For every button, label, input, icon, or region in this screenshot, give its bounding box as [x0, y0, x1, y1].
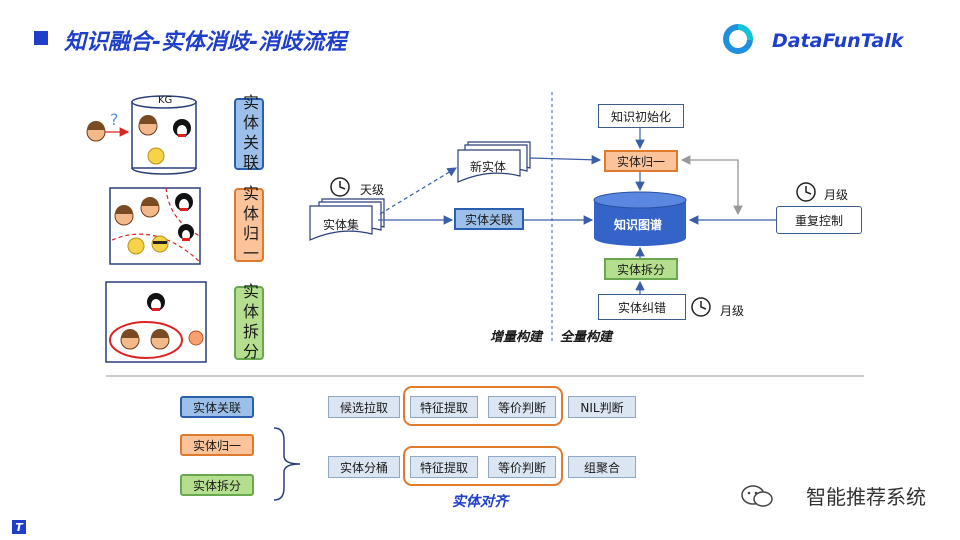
knowledge-graph-label: 知识图谱 — [614, 218, 663, 232]
face-icons — [86, 115, 204, 350]
incremental-build-label: 增量构建 — [490, 330, 543, 345]
watermark-text: 智能推荐系统 — [806, 485, 926, 509]
clock-icon-daily — [330, 177, 350, 197]
new-entity-label: 新实体 — [470, 160, 507, 174]
brand-name: DataFunTalk — [772, 30, 904, 52]
knowledge-graph-cylinder — [593, 191, 687, 246]
step-candidate-fetch: 候选拉取 — [328, 396, 400, 418]
step-entity-bucket: 实体分桶 — [328, 456, 400, 478]
daily-label: 天级 — [360, 183, 385, 197]
tag-entity-split: 实体拆分 — [234, 283, 264, 363]
entity-fix-box: 实体纠错 — [598, 294, 686, 320]
full-build-label: 全量构建 — [560, 330, 613, 345]
step-equiv-judge-1: 等价判断 — [488, 396, 556, 418]
step-feature-extract-1: 特征提取 — [410, 396, 478, 418]
dup-period-label: 月级 — [824, 188, 849, 202]
step-group-aggregate: 组聚合 — [568, 456, 636, 478]
step-equiv-judge-2: 等价判断 — [488, 456, 556, 478]
type-entity-link: 实体关联 — [180, 396, 254, 418]
type-entity-split: 实体拆分 — [180, 474, 254, 496]
knowledge-init-box: 知识初始化 — [598, 104, 684, 128]
type-entity-normalize: 实体归一 — [180, 434, 254, 456]
datafuntalk-logo-icon — [723, 24, 753, 54]
kg-label: KG — [158, 95, 173, 106]
wechat-icon — [741, 485, 773, 507]
entity-set-label: 实体集 — [323, 218, 360, 232]
tag-entity-normalize: 实体归一 — [234, 185, 264, 265]
fix-period-label: 月级 — [720, 304, 745, 318]
flow-entity-normalize: 实体归一 — [604, 150, 678, 172]
dup-control-box: 重复控制 — [776, 206, 862, 234]
page-title: 知识融合-实体消歧-消歧流程 — [64, 30, 347, 55]
question-mark: ? — [110, 110, 119, 129]
title-marker — [34, 31, 48, 45]
footer-logo-icon: T — [12, 520, 26, 534]
step-nil-judge: NIL判断 — [568, 396, 636, 418]
step-feature-extract-2: 特征提取 — [410, 456, 478, 478]
clock-icon-monthly-dup — [796, 182, 816, 202]
new-entity-doc — [457, 141, 531, 183]
entity-align-label: 实体对齐 — [452, 494, 508, 510]
flow-entity-link: 实体关联 — [454, 208, 524, 230]
flow-entity-split: 实体拆分 — [604, 258, 678, 280]
clock-icon-monthly-fix — [691, 297, 711, 317]
tag-entity-link: 实体关联 — [234, 94, 264, 174]
entity-set-doc — [309, 198, 385, 241]
